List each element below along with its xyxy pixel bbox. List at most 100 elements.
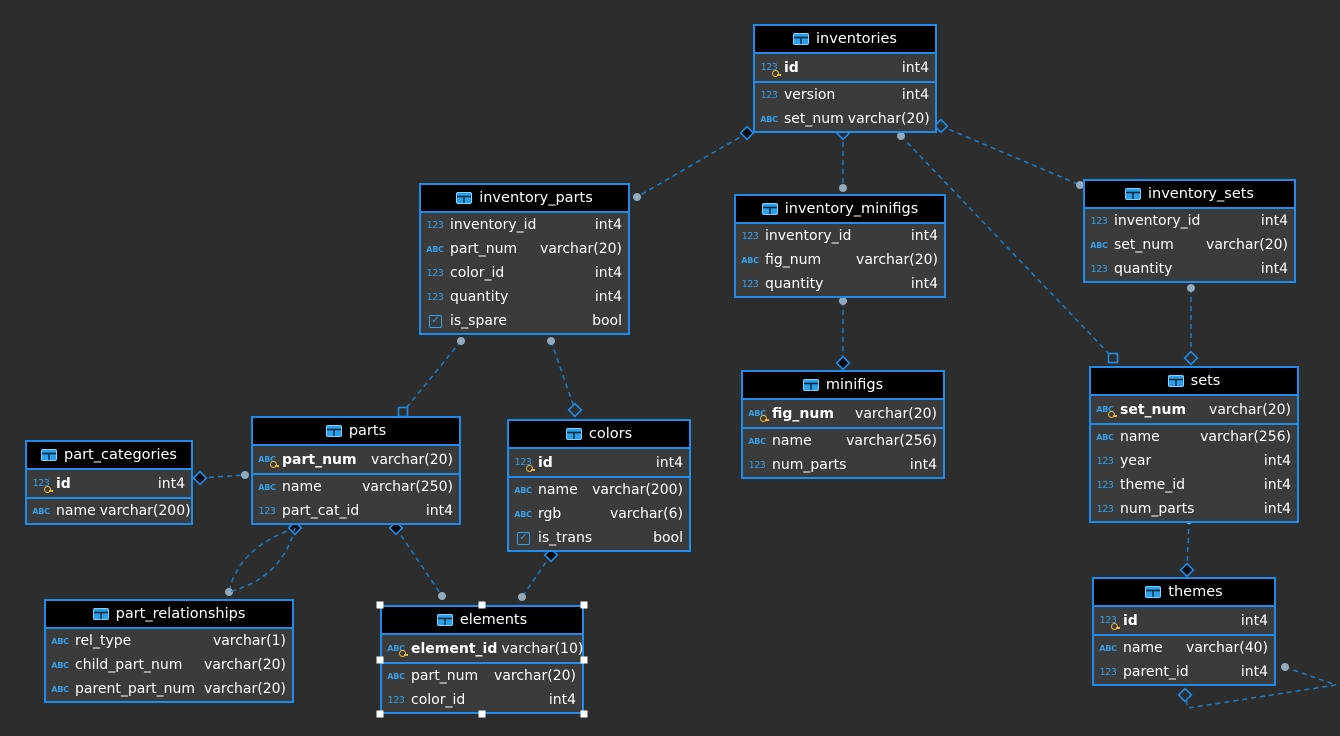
entity-header[interactable]: themes	[1094, 579, 1274, 607]
column-sets-num_parts[interactable]: 123 num_parts int4	[1091, 497, 1297, 521]
selection-handle[interactable]	[580, 656, 588, 663]
selection-handle[interactable]	[376, 710, 384, 718]
relationship-inventories-inventory_minifigs[interactable]	[835, 125, 851, 192]
selection-handle[interactable]	[376, 656, 384, 663]
entity-header[interactable]: inventory_sets	[1085, 181, 1294, 209]
column-themes-name[interactable]: ABC name varchar(40)	[1094, 636, 1274, 660]
relationship-inventory_sets-sets[interactable]	[1183, 284, 1199, 366]
column-inventories-version[interactable]: 123 version int4	[755, 83, 935, 107]
entity-parts[interactable]: parts ABC part_num varchar(20) ABC name …	[251, 416, 461, 525]
column-inventory_sets-inventory_id[interactable]: 123 inventory_id int4	[1085, 209, 1294, 233]
selection-handle[interactable]	[478, 710, 486, 718]
primary-key-icon	[44, 486, 53, 493]
column-elements-element_id[interactable]: ABC element_id varchar(10)	[382, 635, 583, 662]
column-sets-name[interactable]: ABC name varchar(256)	[1091, 425, 1297, 449]
column-part_categories-name[interactable]: ABC name varchar(200)	[27, 499, 191, 523]
relationship-inventories-sets[interactable]	[897, 132, 1119, 364]
column-inventory_minifigs-inventory_id[interactable]: 123 inventory_id int4	[736, 224, 944, 248]
relationship-inventory_parts-colors[interactable]	[547, 337, 583, 418]
selection-handle[interactable]	[376, 601, 384, 609]
relationship-parts-part_relationships-parent[interactable]	[228, 527, 296, 593]
relationship-parts-part_relationships-child[interactable]	[225, 520, 303, 596]
column-inventory_minifigs-quantity[interactable]: 123 quantity int4	[736, 272, 944, 296]
entity-header[interactable]: part_categories	[27, 442, 191, 470]
entity-header[interactable]: parts	[253, 418, 459, 446]
relationship-themes-themes-self[interactable]	[1177, 663, 1337, 709]
column-inventory_parts-part_num[interactable]: ABC part_num varchar(20)	[421, 237, 628, 261]
column-colors-name[interactable]: ABC name varchar(200)	[509, 478, 689, 502]
column-type: int4	[157, 475, 185, 492]
column-name: quantity	[450, 289, 509, 305]
entity-sets[interactable]: sets ABC set_num varchar(20) ABC name va…	[1089, 366, 1299, 523]
entity-part_categories[interactable]: part_categories 123 id int4 ABC name var…	[25, 440, 193, 525]
column-colors-id[interactable]: 123 id int4	[509, 449, 689, 476]
column-elements-color_id[interactable]: 123 color_id int4	[382, 688, 582, 712]
column-elements-part_num[interactable]: ABC part_num varchar(20)	[382, 664, 582, 688]
entity-themes[interactable]: themes 123 id int4 ABC name varchar(40) …	[1092, 577, 1276, 686]
column-inventory_parts-quantity[interactable]: 123 quantity int4	[421, 285, 628, 309]
entity-colors[interactable]: colors 123 id int4 ABC name varchar(200)…	[507, 419, 691, 552]
column-inventory_parts-inventory_id[interactable]: 123 inventory_id int4	[421, 213, 628, 237]
column-inventory_parts-is_spare[interactable]: ✓ is_spare bool	[421, 309, 628, 333]
entity-inventories[interactable]: inventories 123 id int4 123 version int4…	[753, 24, 937, 133]
entity-header[interactable]: elements	[382, 607, 582, 635]
column-sets-theme_id[interactable]: 123 theme_id int4	[1091, 473, 1297, 497]
column-sets-year[interactable]: 123 year int4	[1091, 449, 1297, 473]
relationship-endpoint	[839, 297, 847, 305]
entity-header[interactable]: colors	[509, 421, 689, 449]
column-parts-name[interactable]: ABC name varchar(250)	[253, 475, 459, 499]
entity-inventory_parts[interactable]: inventory_parts 123 inventory_id int4 AB…	[419, 183, 630, 335]
relationship-inventory_parts-parts[interactable]	[397, 337, 466, 418]
entity-header[interactable]: minifigs	[743, 372, 943, 400]
column-inventory_minifigs-fig_num[interactable]: ABC fig_num varchar(20)	[736, 248, 944, 272]
column-inventories-set_num[interactable]: ABC set_num varchar(20)	[755, 107, 935, 131]
column-name: name	[56, 503, 96, 519]
column-minifigs-fig_num[interactable]: ABC fig_num varchar(20)	[743, 400, 943, 427]
column-type: varchar(20)	[856, 252, 938, 268]
column-part_relationships-parent_part_num[interactable]: ABC parent_part_num varchar(20)	[46, 677, 292, 701]
entity-inventory_sets[interactable]: inventory_sets 123 inventory_id int4 ABC…	[1083, 179, 1296, 283]
column-minifigs-num_parts[interactable]: 123 num_parts int4	[743, 453, 943, 477]
relationship-parts-elements[interactable]	[388, 520, 446, 600]
column-colors-is_trans[interactable]: ✓ is_trans bool	[509, 526, 689, 550]
relationship-inventories-inventory_parts[interactable]	[633, 125, 755, 201]
column-themes-id[interactable]: 123 id int4	[1094, 607, 1274, 634]
entity-elements[interactable]: elements ABC element_id varchar(10) ABC …	[380, 605, 584, 714]
entity-header[interactable]: sets	[1091, 368, 1297, 396]
column-part_relationships-rel_type[interactable]: ABC rel_type varchar(1)	[46, 629, 292, 653]
selection-handle[interactable]	[580, 710, 588, 718]
entity-header[interactable]: inventories	[755, 26, 935, 54]
column-name: name	[1120, 429, 1160, 445]
column-inventory_sets-set_num[interactable]: ABC set_num varchar(20)	[1085, 233, 1294, 257]
column-parts-part_num[interactable]: ABC part_num varchar(20)	[253, 446, 459, 473]
entity-header[interactable]: inventory_parts	[421, 185, 628, 213]
column-inventory_sets-quantity[interactable]: 123 quantity int4	[1085, 257, 1294, 281]
relationship-sets-themes[interactable]	[1179, 516, 1195, 578]
column-name: fig_num	[772, 405, 834, 422]
column-minifigs-name[interactable]: ABC name varchar(256)	[743, 429, 943, 453]
column-name: is_trans	[538, 530, 593, 546]
entity-minifigs[interactable]: minifigs ABC fig_num varchar(20) ABC nam…	[741, 370, 945, 479]
column-colors-rgb[interactable]: ABC rgb varchar(6)	[509, 502, 689, 526]
relationship-colors-elements[interactable]	[518, 547, 559, 601]
column-inventories-id[interactable]: 123 id int4	[755, 54, 935, 81]
column-sets-set_num[interactable]: ABC set_num varchar(20)	[1091, 396, 1297, 423]
column-part_relationships-child_part_num[interactable]: ABC child_part_num varchar(20)	[46, 653, 292, 677]
entity-inventory_minifigs[interactable]: inventory_minifigs 123 inventory_id int4…	[734, 194, 946, 298]
column-parts-part_cat_id[interactable]: 123 part_cat_id int4	[253, 499, 459, 523]
column-themes-parent_id[interactable]: 123 parent_id int4	[1094, 660, 1274, 684]
column-part_categories-id[interactable]: 123 id int4	[27, 470, 191, 497]
entity-header[interactable]: part_relationships	[46, 601, 292, 629]
relationship-inventories-inventory_sets[interactable]	[933, 118, 1084, 189]
entity-header[interactable]: inventory_minifigs	[736, 196, 944, 224]
selection-handle[interactable]	[478, 601, 486, 609]
entity-part_relationships[interactable]: part_relationships ABC rel_type varchar(…	[44, 599, 294, 703]
column-type: varchar(20)	[1206, 237, 1288, 253]
column-type: varchar(20)	[855, 405, 937, 422]
relationship-inventory_minifigs-minifigs[interactable]	[835, 297, 851, 371]
relationship-endpoint	[933, 118, 949, 134]
column-inventory_parts-color_id[interactable]: 123 color_id int4	[421, 261, 628, 285]
selection-handle[interactable]	[580, 601, 588, 609]
relationship-part_categories-parts[interactable]	[192, 470, 249, 486]
